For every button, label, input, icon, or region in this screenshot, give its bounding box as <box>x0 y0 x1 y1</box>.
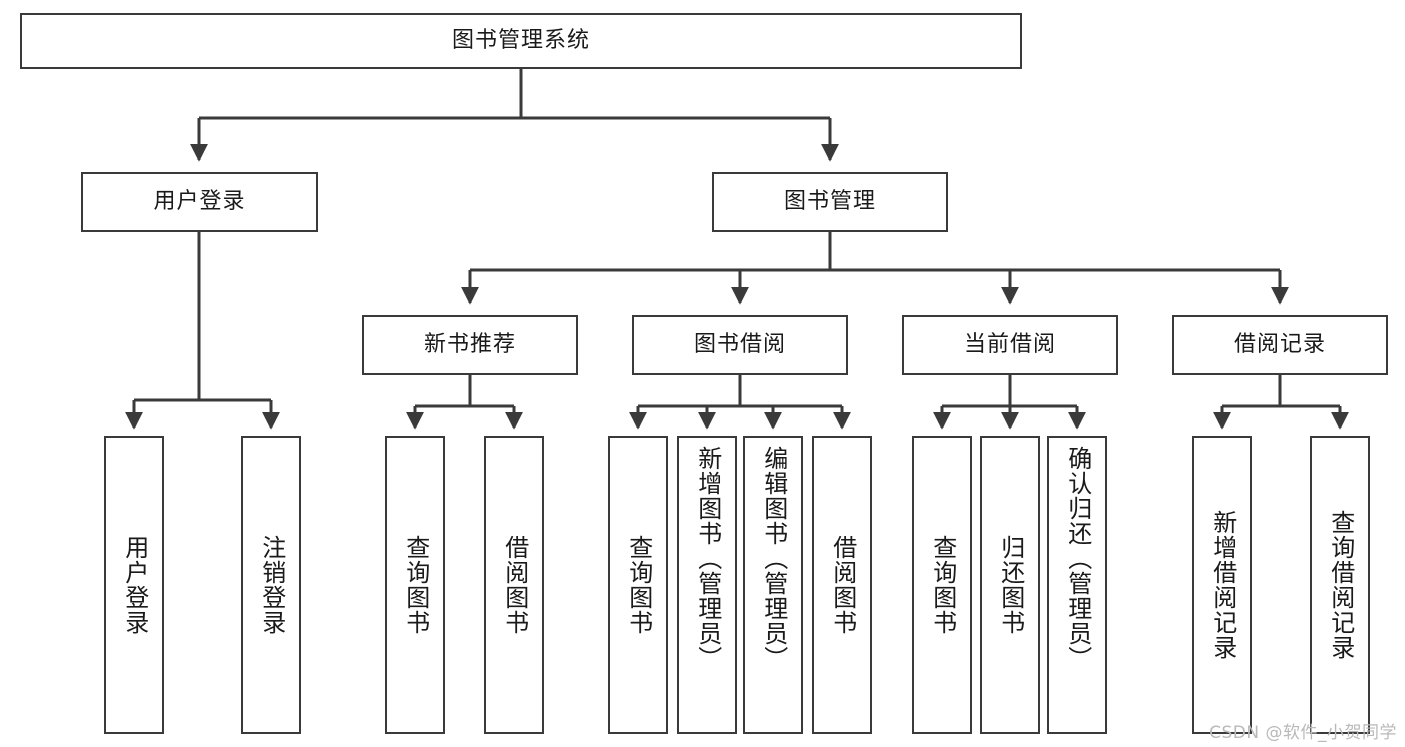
node-user-login[interactable]: 用户登录 <box>81 172 318 232</box>
leaf-return-books[interactable]: 归还图书 <box>980 436 1040 734</box>
leaf-confirm-return-admin[interactable]: 确认归还（管理员） <box>1047 436 1107 734</box>
leaf-edit-book-admin[interactable]: 编辑图书（管理员） <box>743 436 803 734</box>
leaf-user-login[interactable]: 用户登录 <box>104 436 164 734</box>
node-label: 确认归还（管理员） <box>1063 446 1092 671</box>
node-label: 查询借阅记录 <box>1326 510 1355 660</box>
node-label: 新增图书（管理员） <box>693 446 722 671</box>
node-label: 借阅图书 <box>500 535 529 635</box>
node-book-borrow[interactable]: 图书借阅 <box>632 315 848 375</box>
node-label: 借阅记录 <box>1233 332 1326 357</box>
node-label: 新增借阅记录 <box>1208 510 1237 660</box>
node-label: 用户登录 <box>120 535 149 635</box>
node-current-borrow[interactable]: 当前借阅 <box>902 315 1118 375</box>
watermark: CSDN @软件_小贺同学 <box>1209 723 1397 743</box>
node-label: 新书推荐 <box>423 332 516 357</box>
node-root-system[interactable]: 图书管理系统 <box>20 13 1022 69</box>
leaf-add-book-admin[interactable]: 新增图书（管理员） <box>677 436 737 734</box>
node-label: 查询图书 <box>624 535 653 635</box>
node-label: 借阅图书 <box>828 535 857 635</box>
node-label: 当前借阅 <box>963 332 1056 357</box>
node-label: 查询图书 <box>928 535 957 635</box>
node-label: 图书管理系统 <box>451 28 590 53</box>
node-new-book-recommend[interactable]: 新书推荐 <box>362 315 578 375</box>
leaf-query-borrow-record[interactable]: 查询借阅记录 <box>1310 436 1370 734</box>
leaf-borrow-books-recommend[interactable]: 借阅图书 <box>484 436 544 734</box>
leaf-query-books-recommend[interactable]: 查询图书 <box>385 436 445 734</box>
node-book-management[interactable]: 图书管理 <box>712 172 948 232</box>
node-label: 查询图书 <box>401 535 430 635</box>
node-label: 图书借阅 <box>693 332 786 357</box>
node-label: 用户登录 <box>153 189 246 214</box>
leaf-logout[interactable]: 注销登录 <box>241 436 301 734</box>
node-label: 图书管理 <box>783 189 876 214</box>
node-label: 编辑图书（管理员） <box>759 446 788 671</box>
leaf-query-books-borrow[interactable]: 查询图书 <box>608 436 668 734</box>
node-label: 归还图书 <box>996 535 1025 635</box>
leaf-query-books-current[interactable]: 查询图书 <box>912 436 972 734</box>
node-label: 注销登录 <box>257 535 286 635</box>
node-borrow-records[interactable]: 借阅记录 <box>1172 315 1388 375</box>
leaf-borrow-books[interactable]: 借阅图书 <box>812 436 872 734</box>
leaf-add-borrow-record[interactable]: 新增借阅记录 <box>1192 436 1252 734</box>
